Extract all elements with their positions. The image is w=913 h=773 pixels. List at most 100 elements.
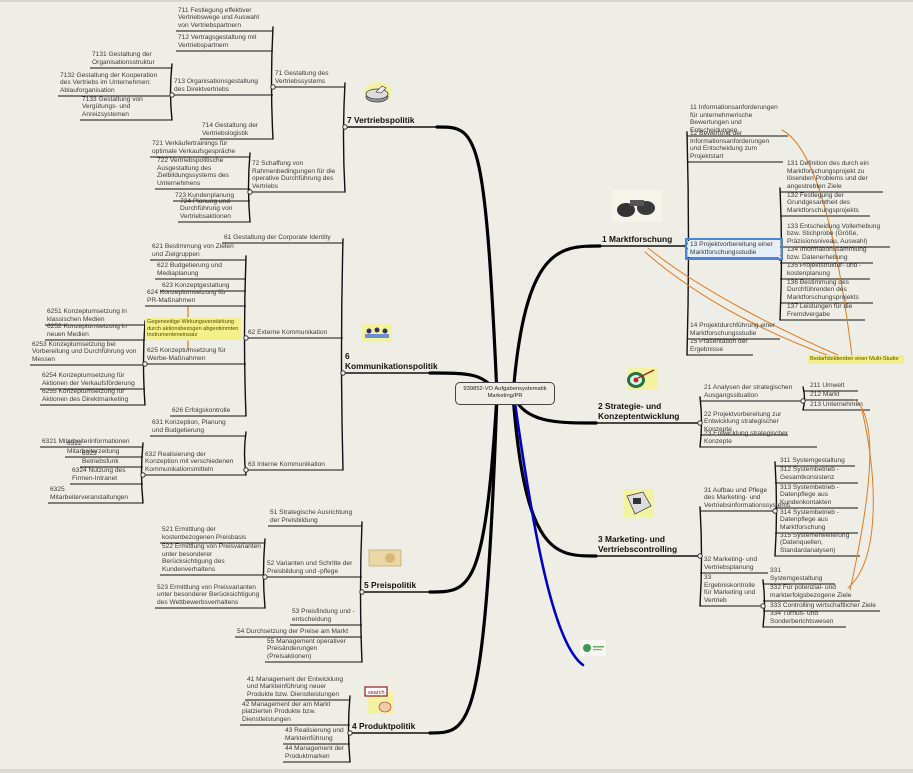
node-712[interactable]: 712 Vertragsgestaltung mit Vertriebspart… xyxy=(178,34,257,49)
node-624[interactable]: 624 Konzeptumsetzung für PR-Maßnahmen xyxy=(147,289,226,304)
node-72[interactable]: 72 Schaffung von Rahmenbedingungen für d… xyxy=(252,160,336,190)
node-714[interactable]: 714 Gestaltung der Vertriebslogistik xyxy=(202,122,259,137)
node-313[interactable]: 313 Systembetrieb - Datenpflege aus Kund… xyxy=(780,483,840,506)
collapse-handle-3[interactable] xyxy=(697,553,703,559)
node-625[interactable]: 625 Konzeptumsetzung für Werbe-Maßnahmen xyxy=(147,347,226,362)
node-41[interactable]: 41 Management der Entwicklung und Markte… xyxy=(247,675,344,698)
node-723[interactable]: 723 Kundenplanung xyxy=(175,191,235,199)
collapse-handle-52[interactable] xyxy=(262,574,268,580)
node-3[interactable]: 3 Marketing- und Vertriebscontrolling xyxy=(598,534,678,554)
node-626[interactable]: 626 Erfolgskontrolle xyxy=(172,406,231,414)
node-62[interactable]: 62 Externe Kommunikation xyxy=(248,328,328,336)
node-713[interactable]: 713 Organisationsgestaltung des Direktve… xyxy=(174,78,258,93)
collapse-handle-31[interactable] xyxy=(772,508,778,514)
node-11[interactable]: 11 Informationsanforderungen für unterne… xyxy=(690,104,778,134)
node-71[interactable]: 71 Gestaltung des Vertriebssystems xyxy=(275,70,329,85)
node-711[interactable]: 711 Festlegung effektiver Vertriebswege … xyxy=(178,6,260,29)
node-12[interactable]: 12 Bewertung der Informationsanforderung… xyxy=(690,130,770,160)
node-6[interactable]: 6 Kommunikationspolitik xyxy=(345,351,438,371)
node-312[interactable]: 312 Systembetrieb - Gesamtkonsistenz xyxy=(780,466,840,481)
node-7131[interactable]: 7131 Gestaltung der Organisationsstruktu… xyxy=(92,51,155,66)
node-137[interactable]: 137 Leistungen für die Fremdvergabe xyxy=(787,303,853,318)
node-7133[interactable]: 7133 Gestaltung von Vergütungs- und Anre… xyxy=(82,95,143,118)
collapse-handle-713[interactable] xyxy=(169,92,175,98)
node-43[interactable]: 43 Realisierung und Markteinführung xyxy=(285,727,344,742)
node-6322[interactable]: 6322 Mitarbeiterzeitung xyxy=(67,440,120,455)
node-621[interactable]: 621 Bestimmung von Zielen und Zielgruppe… xyxy=(152,243,234,258)
node-135[interactable]: 135 Projektstruktur- und -kostenplanung xyxy=(787,262,862,277)
central-topic[interactable]: 939852-VO Aufgabensystematik Marketing/P… xyxy=(455,382,555,405)
node-522[interactable]: 522 Ermittlung von Preisvarianten unter … xyxy=(162,543,261,573)
callout-note-multi-studie[interactable]: Bedarfsbildenden einer Multi-Studie xyxy=(808,355,904,364)
node-7132[interactable]: 7132 Gestaltung der Kooperation des Vert… xyxy=(60,71,158,94)
node-61[interactable]: 61 Gestaltung der Corporate Identity xyxy=(224,233,331,241)
node-133[interactable]: 133 Entscheidung Vollerhebung bzw. Stich… xyxy=(787,222,881,245)
node-13[interactable]: 13 Projektvorbereitung einer Marktforsch… xyxy=(685,238,783,260)
collapse-handle-21[interactable] xyxy=(800,398,806,404)
node-521[interactable]: 521 Ermittlung der kostenbezogenen Preis… xyxy=(162,526,247,541)
node-631[interactable]: 631 Konzeption, Planung und Budgetierung xyxy=(152,419,226,434)
node-1[interactable]: 1 Marktforschung xyxy=(602,233,673,244)
node-6254[interactable]: 6254 Konzeptumsetzung für Aktionen der V… xyxy=(42,372,135,387)
node-131[interactable]: 131 Definition des durch ein Marktforsch… xyxy=(787,160,869,190)
node-334[interactable]: 334 Turnus- und Sonderberichtswesen xyxy=(770,610,834,625)
node-5[interactable]: 5 Preispolitik xyxy=(364,579,417,590)
node-51[interactable]: 51 Strategische Ausrichtung der Preisbil… xyxy=(270,509,353,524)
node-6255[interactable]: 6255 Konzeptumsetzung für Aktionen des D… xyxy=(42,388,129,403)
node-53[interactable]: 53 Preisfindung und -entscheidung xyxy=(292,608,355,623)
node-211[interactable]: 211 Umwelt xyxy=(810,381,845,389)
node-33[interactable]: 33 Ergebniskontrolle für Marketing und V… xyxy=(704,574,756,604)
node-331[interactable]: 331 Systemgestaltung xyxy=(770,567,823,582)
node-22[interactable]: 22 Projektvorbereitung zur Entwicklung s… xyxy=(704,410,782,433)
node-315[interactable]: 315 Systemerweiterung (Datenquellen, Sta… xyxy=(780,531,850,554)
node-332[interactable]: 332 Für potenzial- und markterfolgsbezog… xyxy=(770,584,852,599)
node-623[interactable]: 623 Konzeptgestaltung xyxy=(162,281,230,289)
node-6252[interactable]: 6252 Konzeptumsetzung in neuen Medien xyxy=(47,323,127,338)
collapse-handle-33[interactable] xyxy=(760,603,766,609)
node-314[interactable]: 314 Systembetrieb - Datenpflege aus Mark… xyxy=(780,508,840,531)
node-136[interactable]: 136 Bestimmung des Durchführenden des Ma… xyxy=(787,278,859,301)
node-132[interactable]: 132 Festlegung der Grundgesamtheit des M… xyxy=(787,191,859,214)
node-6251[interactable]: 6251 Konzeptumsetzung in klassischen Med… xyxy=(47,308,127,323)
node-32[interactable]: 32 Marketing- und Vertriebsplanung xyxy=(704,556,758,571)
node-42[interactable]: 42 Management der am Markt platzierten P… xyxy=(242,700,331,723)
collapse-handle-5[interactable] xyxy=(359,589,365,595)
collapse-handle-4[interactable] xyxy=(347,730,353,736)
node-31[interactable]: 31 Aufbau und Pflege des Marketing- und … xyxy=(704,486,791,509)
node-52[interactable]: 52 Varianten und Schritte der Preisbildu… xyxy=(267,560,353,575)
collapse-handle-632[interactable] xyxy=(140,472,146,478)
node-63[interactable]: 63 Interne Kommunikation xyxy=(248,460,325,468)
node-23[interactable]: 23 Entwicklung strategischer Konzepte xyxy=(704,430,788,445)
collapse-handle-71[interactable] xyxy=(270,84,276,90)
node-134[interactable]: 134 Informationssammlung bzw. Datenerheb… xyxy=(787,246,867,261)
node-724[interactable]: 724 Planung und Durchführung von Vertrie… xyxy=(180,197,233,220)
node-722[interactable]: 722 Vertriebspolitische Ausgestaltung de… xyxy=(157,157,229,187)
callout-note-wirkung[interactable]: Gegenseitige Wirkungsverstärkung durch a… xyxy=(145,318,241,340)
node-523[interactable]: 523 Ermittlung von Preisvarianten unter … xyxy=(157,583,260,606)
node-7[interactable]: 7 Vertriebspolitik xyxy=(347,114,415,125)
collapse-handle-72[interactable] xyxy=(247,189,253,195)
node-15[interactable]: 15 Präsentation der Ergebnisse xyxy=(690,338,748,353)
node-213[interactable]: 213 Unternehmen xyxy=(810,400,863,408)
node-6324[interactable]: 6324 Nutzung des Firmen-Intranet xyxy=(72,467,126,482)
node-54[interactable]: 54 Durchsetzung der Preise am Markt xyxy=(237,627,349,635)
node-21[interactable]: 21 Analysen der strategischen Ausgangssi… xyxy=(704,384,793,399)
node-212[interactable]: 212 Markt xyxy=(810,390,840,398)
node-721[interactable]: 721 Verkäufertrainings für optimale Verk… xyxy=(152,140,236,155)
collapse-handle-7[interactable] xyxy=(342,124,348,130)
node-6321[interactable]: 6321 Mitarbeiterinformationen xyxy=(42,437,130,445)
node-6323[interactable]: 6323 Betriebsfunk xyxy=(82,450,119,465)
node-55[interactable]: 55 Management operativer Preisänderungen… xyxy=(267,637,346,660)
collapse-handle-6[interactable] xyxy=(340,370,346,376)
node-14[interactable]: 14 Projektdurchführung einer Marktforsch… xyxy=(690,322,776,337)
node-44[interactable]: 44 Management der Produktmarken xyxy=(285,745,345,760)
collapse-handle-63[interactable] xyxy=(243,467,249,473)
node-311[interactable]: 311 Systemgestaltung xyxy=(780,456,845,464)
node-632[interactable]: 632 Realisierung der Konzeption mit vers… xyxy=(145,450,234,473)
node-4[interactable]: 4 Produktpolitik xyxy=(352,720,416,731)
collapse-handle-62[interactable] xyxy=(243,335,249,341)
node-6253[interactable]: 6253 Konzeptumsetzung bei Vorbereitung u… xyxy=(32,340,137,363)
collapse-handle-625[interactable] xyxy=(142,361,148,367)
node-622[interactable]: 622 Budgetierung und Mediaplanung xyxy=(157,262,222,277)
